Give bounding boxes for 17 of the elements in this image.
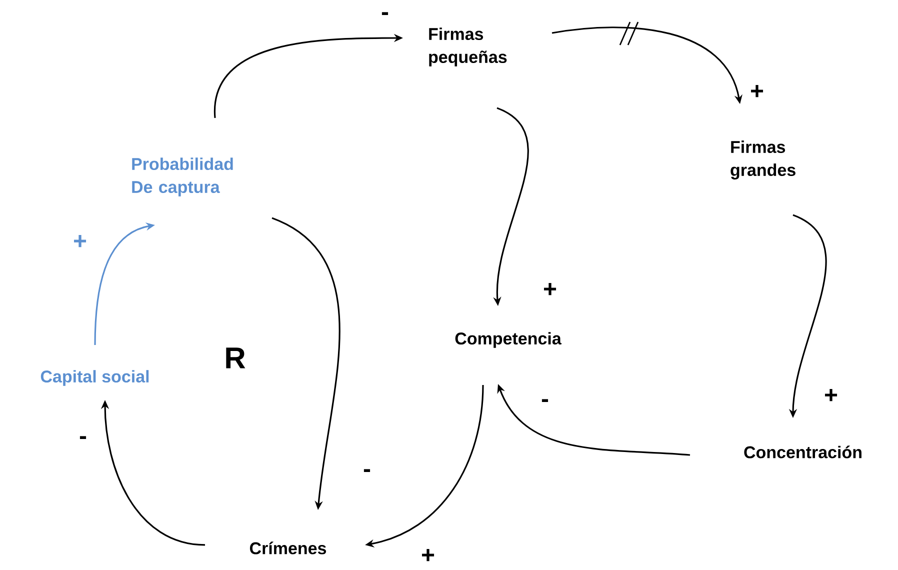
sign-label: + — [422, 548, 434, 562]
node-label: Firmas pequeñas — [429, 28, 507, 66]
sign-label: - — [542, 399, 548, 402]
sign-label: + — [544, 282, 556, 296]
sign-label: - — [364, 469, 370, 472]
node-label: Probabilidad De captura — [132, 158, 233, 196]
sign-label: - — [382, 12, 388, 16]
node-label: Crímenes — [250, 542, 326, 554]
node-label: Capital social — [40, 370, 149, 386]
node-label: Firmas grandes — [730, 140, 796, 180]
node-label: Concentración — [744, 446, 862, 458]
sign-label: + — [74, 234, 86, 248]
sign-label: + — [825, 388, 838, 402]
sign-label: - — [80, 436, 86, 440]
loop-label: R — [226, 348, 246, 368]
sign-label: + — [751, 84, 764, 98]
node-label: Competencia — [455, 332, 562, 348]
